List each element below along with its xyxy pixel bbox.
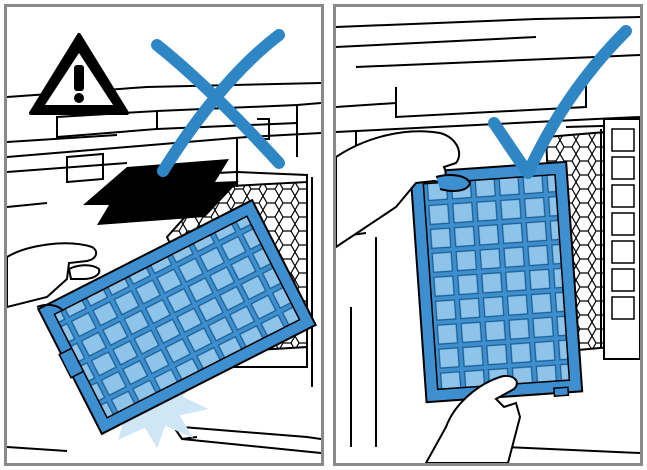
correct-insertion-panel — [333, 4, 643, 466]
adjacent-filter-slots — [604, 119, 640, 359]
correct-insertion-illustration — [336, 7, 640, 463]
warning-triangle-icon — [31, 35, 127, 113]
hand-fingers — [69, 265, 99, 279]
grease-filter-upright — [411, 162, 583, 405]
cross-mark-icon — [157, 35, 279, 171]
incorrect-insertion-panel — [4, 4, 324, 466]
incorrect-insertion-illustration — [7, 7, 321, 463]
